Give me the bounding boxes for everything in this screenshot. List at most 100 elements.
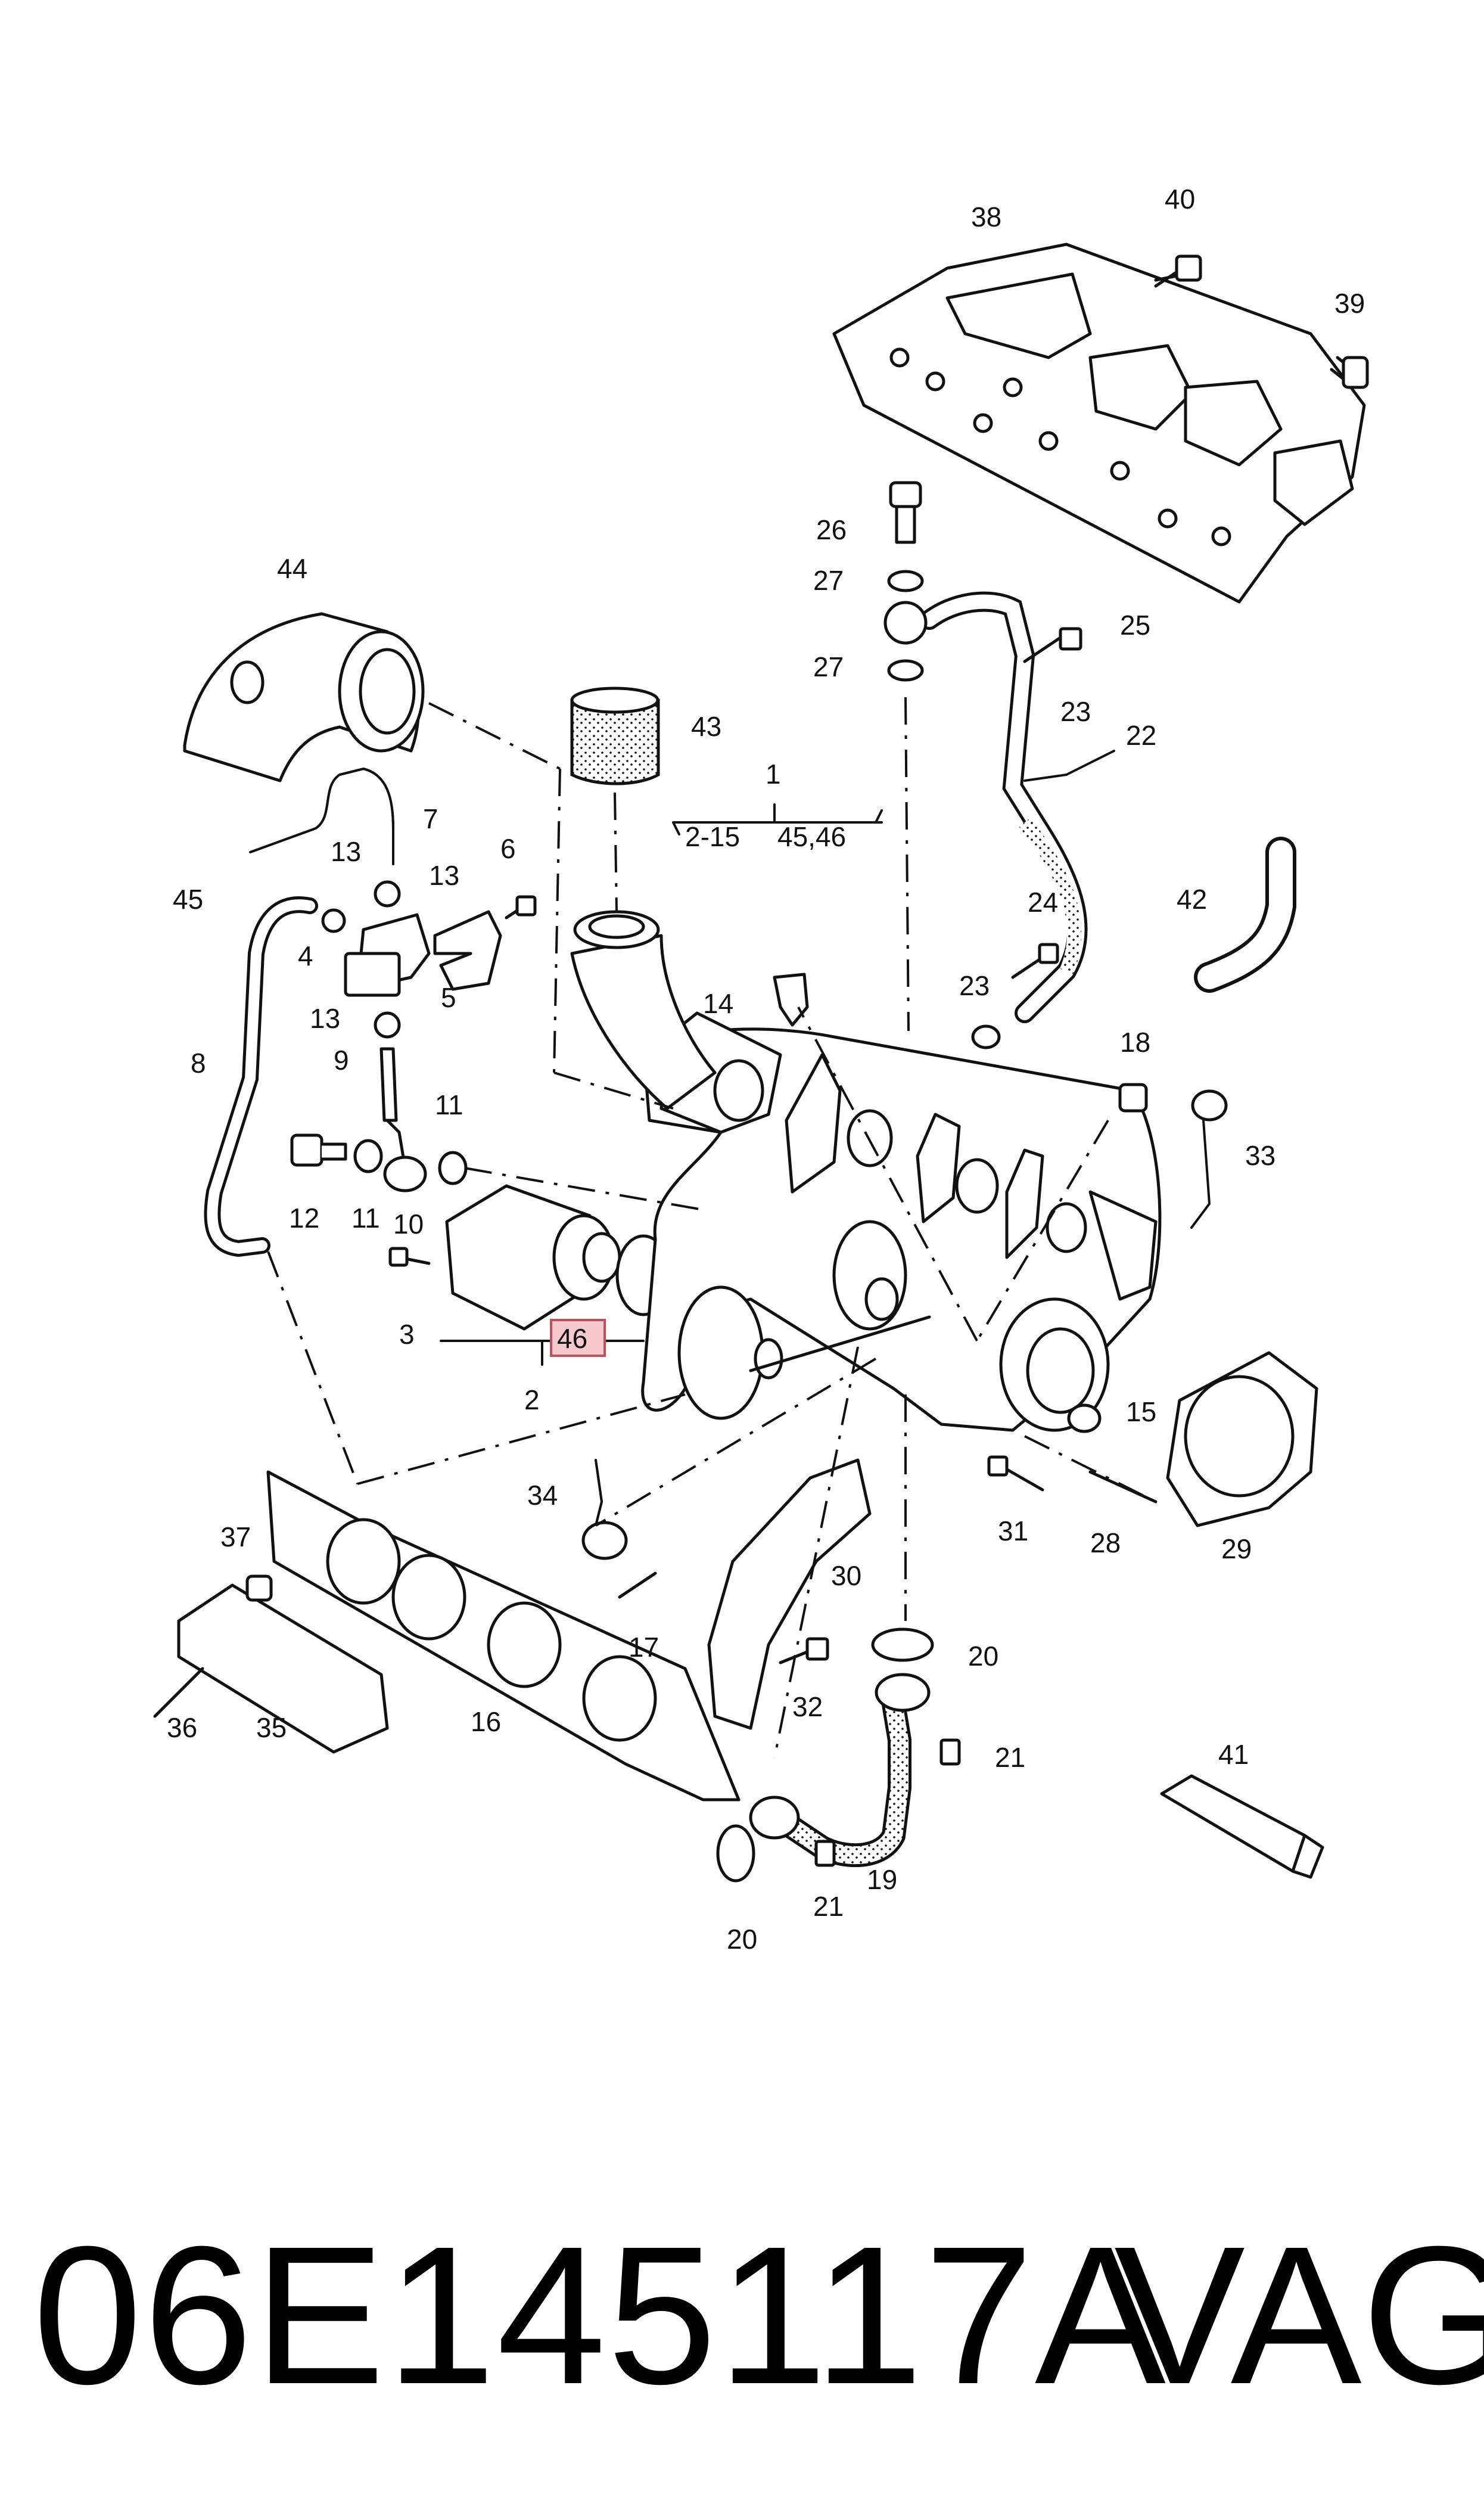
callout-26: 26	[816, 514, 847, 545]
banjo-bolt-12	[290, 1133, 347, 1167]
callout-23b: 23	[959, 970, 990, 1001]
callout-34: 34	[527, 1480, 558, 1511]
callout-45: 45	[173, 884, 203, 915]
callout-27a: 27	[813, 565, 844, 596]
gasket-16	[266, 1470, 741, 1801]
bolt-36	[153, 1667, 204, 1718]
hose-9	[379, 1047, 398, 1122]
heat-shield-38	[832, 243, 1366, 604]
turbocharger-1	[641, 1011, 1162, 1432]
bracket-5	[433, 910, 502, 991]
callout-15: 15	[1126, 1396, 1156, 1427]
callout-labels: 1 2-15 45,46 2 3 4 5 6 7 8 9 10 11 11 12…	[167, 184, 1365, 1955]
callout-2: 2	[524, 1384, 540, 1415]
callout-18: 18	[1120, 1027, 1150, 1058]
charge-pipe-44	[183, 612, 425, 782]
oil-pipe-22	[883, 591, 1088, 1023]
bolt-21-upper	[939, 1738, 961, 1766]
leader-lines	[267, 697, 1144, 1759]
callout-17: 17	[629, 1632, 659, 1663]
pipe-19	[749, 1673, 931, 1868]
callout-16: 16	[471, 1706, 501, 1737]
bolt-21-lower	[814, 1840, 836, 1867]
callout-32: 32	[792, 1691, 823, 1722]
nut-37	[245, 1574, 273, 1602]
banjo-10	[383, 1119, 427, 1192]
circlip-15	[1067, 1403, 1102, 1433]
callout-45-46: 45,46	[777, 821, 846, 852]
callout-41: 41	[1218, 1739, 1249, 1770]
banjo-bolt-26	[889, 481, 922, 544]
bolt-31	[987, 1455, 1044, 1492]
seal-27	[887, 570, 924, 682]
callout-13a: 13	[331, 836, 361, 867]
pipe-33	[1190, 1089, 1228, 1229]
callout-4: 4	[298, 940, 313, 971]
callout-27b: 27	[813, 651, 844, 682]
shield-35	[177, 1583, 389, 1754]
part-number: 06E145117A	[33, 2205, 1167, 2425]
callout-8: 8	[191, 1048, 206, 1079]
callout-19: 19	[867, 1864, 897, 1895]
callout-21a: 21	[995, 1742, 1025, 1773]
nut-39	[1330, 356, 1369, 389]
bolt-6	[505, 895, 537, 920]
gasket-20-upper	[871, 1627, 934, 1662]
callout-13b: 13	[429, 860, 459, 891]
callout-20a: 20	[968, 1641, 998, 1672]
callout-33: 33	[1245, 1140, 1275, 1171]
callout-28: 28	[1090, 1527, 1121, 1558]
callout-44: 44	[277, 553, 307, 584]
callout-38: 38	[971, 201, 1001, 232]
circlip-23	[971, 1024, 1001, 1049]
bolt-32	[779, 1637, 829, 1664]
callout-14: 14	[703, 988, 733, 1019]
callout-9: 9	[334, 1045, 349, 1076]
callout-29: 29	[1221, 1533, 1252, 1564]
callout-31: 31	[998, 1515, 1028, 1546]
bolt-3	[388, 1247, 431, 1267]
actuator-2	[445, 1184, 621, 1331]
callout-6: 6	[500, 833, 516, 864]
callout-11a: 11	[351, 1203, 380, 1234]
brand-name: VAG	[1114, 2205, 1484, 2425]
oil-line-34	[581, 1459, 628, 1560]
callout-36: 36	[167, 1712, 197, 1743]
callout-13c: 13	[310, 1003, 340, 1034]
callout-23a: 23	[1060, 696, 1091, 727]
elbow-pipe	[570, 910, 717, 1110]
hose-42	[1194, 837, 1296, 993]
sleeve-43	[570, 687, 660, 785]
callout-3: 3	[399, 1319, 415, 1350]
seal-11	[353, 1139, 468, 1185]
callout-20b: 20	[727, 1924, 757, 1955]
callout-37: 37	[220, 1521, 251, 1552]
hose-8	[204, 896, 318, 1257]
bracket-14	[773, 973, 809, 1027]
callout-46: 46	[557, 1323, 587, 1354]
callout-5: 5	[441, 982, 456, 1013]
callout-22: 22	[1126, 720, 1156, 751]
bolt-40	[1154, 254, 1202, 288]
callout-7: 7	[423, 803, 438, 834]
callout-21b: 21	[813, 1891, 844, 1922]
valve-4	[321, 880, 431, 1039]
callout-12: 12	[289, 1203, 319, 1234]
nut-18	[1118, 1083, 1148, 1113]
bolt-25	[1023, 627, 1082, 663]
callout-42: 42	[1177, 884, 1207, 915]
stud-17	[618, 1571, 657, 1599]
callout-30: 30	[831, 1560, 861, 1591]
sealant-tube-41	[1160, 1774, 1324, 1879]
callout-2-15: 2-15	[685, 821, 740, 852]
gasket-20-lower	[716, 1824, 755, 1883]
callout-10: 10	[393, 1209, 424, 1240]
hose-7	[249, 767, 394, 865]
callout-11b: 11	[435, 1089, 463, 1120]
callout-1: 1	[766, 759, 781, 790]
callout-25: 25	[1120, 610, 1150, 641]
callout-43: 43	[691, 711, 721, 742]
callout-39: 39	[1334, 288, 1365, 319]
callout-35: 35	[256, 1712, 287, 1743]
